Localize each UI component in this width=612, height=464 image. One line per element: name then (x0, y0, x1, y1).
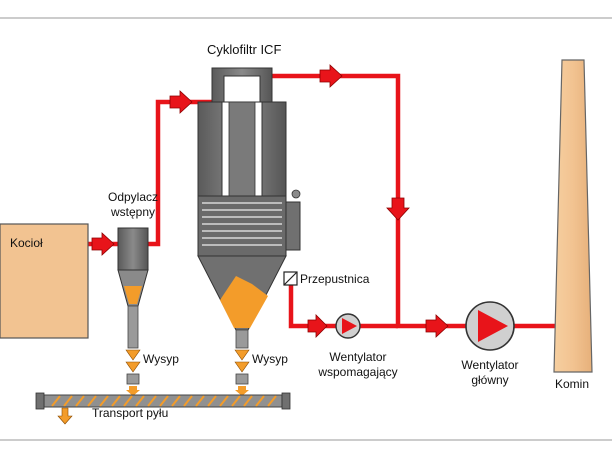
precollector-label-line1: Odpylacz (107, 190, 159, 204)
flow-arrow (319, 64, 343, 88)
cyclofilter-label: Cyklofiltr ICF (207, 42, 282, 57)
discharge-label-right: Wysyp (252, 352, 288, 366)
main-fan (465, 301, 515, 351)
aux-fan (335, 313, 361, 339)
precollector-label-line2: wstępny (110, 205, 156, 219)
flow-arrows (91, 64, 449, 338)
damper-symbol (283, 271, 298, 286)
flow-arrow (386, 197, 410, 221)
flow-arrow (91, 232, 115, 256)
dust-conveyor (35, 392, 291, 425)
flow-arrow (425, 314, 449, 338)
flow-arrow (169, 90, 193, 114)
aux-fan-label-line2: wspomagający (318, 365, 398, 379)
main-fan-label-line1: Wentylator (461, 358, 519, 372)
discharge-label-left: Wysyp (143, 352, 179, 366)
pipe-filter-outlet (272, 73, 466, 329)
boiler-label: Kocioł (10, 236, 43, 250)
precollector (117, 227, 149, 396)
main-fan-label-line2: główny (471, 373, 509, 387)
stack-label: Komin (555, 377, 590, 391)
aux-fan-label-line1: Wentylator (329, 350, 387, 364)
stack-shape (553, 59, 593, 373)
damper-label: Przepustnica (300, 272, 370, 286)
flow-arrow (307, 314, 328, 338)
cyclofilter (197, 67, 301, 396)
dust-transport-label: Transport pyłu (92, 406, 169, 420)
boiler-box (0, 223, 89, 339)
